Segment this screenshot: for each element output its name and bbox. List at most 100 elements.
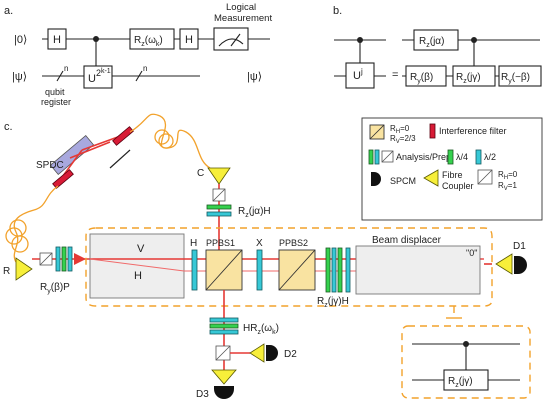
fibre-loop-upper-1 — [154, 129, 170, 145]
zero-output-label: "0" — [466, 248, 477, 258]
filter-upper — [112, 126, 134, 146]
legend-ppbs-diag — [369, 124, 385, 140]
spdc-label: SPDC — [36, 160, 64, 171]
qwp-g-1 — [325, 247, 331, 293]
coupler-d2 — [249, 343, 265, 363]
legend-ppbs-rh: RH=0 — [390, 124, 410, 135]
legend-mirror-rv: RV=1 — [498, 181, 517, 192]
panel-c-label: c. — [4, 121, 13, 133]
beam-split-diag — [89, 258, 185, 272]
spcm-d3 — [214, 386, 234, 399]
ry-beta-gate — [405, 65, 447, 87]
u-gate — [83, 65, 113, 89]
legend-fibre-label-1: Fibre — [442, 170, 463, 180]
d3-label: D3 — [196, 389, 209, 400]
c-label: C — [197, 168, 204, 179]
coupler-d3 — [211, 369, 237, 385]
ry-minus-beta-gate — [498, 65, 542, 87]
hwp-x — [256, 249, 263, 291]
legend-mirror-diag — [477, 169, 493, 185]
beam-displacer-label: Beam displacer — [372, 235, 442, 246]
hwp-down-1 — [209, 317, 239, 323]
coupler-c — [207, 167, 231, 185]
register-label-2: register — [41, 97, 71, 107]
d1-label: D1 — [513, 241, 526, 252]
qwp-r — [61, 246, 67, 272]
inset-rz-label: Rz(jγ) — [448, 376, 473, 389]
uj-gate-label: Uj — [353, 67, 363, 82]
slash-mark-2 — [135, 70, 143, 82]
hwp-down-2 — [209, 329, 239, 335]
h-gate-2 — [179, 28, 199, 50]
analysis-pbs-bottom-diag — [215, 345, 231, 361]
hwp-r-2 — [67, 246, 73, 272]
legend-filter-swatch — [429, 123, 436, 139]
equals-sign: = — [392, 69, 398, 81]
spcm-d1 — [514, 256, 527, 274]
ppbs1-diag — [205, 249, 243, 291]
ry-b-p-label: Ry(β)P — [40, 282, 70, 295]
spdc-pump-dump — [109, 149, 131, 169]
wire-n-2: n — [143, 64, 147, 73]
slash-mark-1 — [56, 70, 64, 82]
input-bottom-label: |ψ⟩ — [12, 71, 27, 83]
qwp-down — [209, 323, 239, 329]
rz-ja-h-label: Rz(jα)H — [238, 206, 271, 219]
h-gate-1 — [47, 28, 67, 50]
inset-rz-gate — [443, 369, 489, 391]
legend-ap-hwp — [374, 149, 380, 165]
spcm-d2 — [266, 345, 278, 361]
panel-b-label: b. — [333, 5, 342, 17]
fibre-upper — [129, 113, 211, 169]
meter-arc — [218, 38, 244, 47]
rz-jg-gate-label: Rz(jγ) — [456, 72, 481, 85]
panel-b: b. Uj = Rz(jα) Ry(β) Rz(jγ) Ry(−β) — [333, 5, 542, 89]
legend-hwp-swatch — [475, 149, 482, 165]
rz-gate-label: Rz(ωk) — [134, 35, 163, 48]
ry-minus-beta-gate-label: Ry(−β) — [501, 72, 530, 85]
x-label: X — [256, 238, 263, 249]
h-plate-label: H — [190, 238, 197, 249]
inset-box — [401, 325, 531, 399]
legend-spcm-swatch — [371, 172, 381, 186]
legend-qwp-swatch — [447, 149, 454, 165]
wire-n-1: n — [64, 64, 68, 73]
output-bottom-label: |ψ⟩ — [247, 71, 262, 83]
analysis-r-diag — [39, 252, 53, 266]
rz-jg-gate — [452, 65, 496, 87]
uj-gate — [345, 62, 375, 89]
u-gate-label: U2k-1 — [88, 68, 111, 85]
hwp-h — [191, 249, 198, 291]
meter-needle — [230, 33, 241, 47]
fibre-left — [13, 185, 59, 263]
v-label: V — [137, 243, 145, 255]
legend-coupler-swatch — [423, 169, 439, 187]
filter-lower — [52, 169, 74, 189]
qwp-c — [206, 204, 232, 210]
hwp-g-2 — [345, 247, 351, 293]
ry-beta-gate-label: Ry(β) — [410, 72, 433, 85]
legend-spcm-label: SPCM — [390, 176, 416, 186]
qwp-g-2 — [337, 247, 343, 293]
panel-c: c. SPDC C Rz(jα)H R — [3, 113, 531, 400]
measurement-label-2: Measurement — [214, 13, 272, 24]
legend-box — [361, 117, 543, 221]
fibre-loop-upper-2 — [158, 133, 174, 149]
beam-displacer-left — [89, 233, 185, 299]
rz-jg-h-label: Rz(jγ)H — [317, 296, 349, 309]
legend: RH=0 RV=2/3 Interference filter Analysis… — [361, 117, 543, 221]
r-label: R — [3, 266, 10, 277]
hwp-c — [206, 211, 232, 217]
hrz-wk-label: HRz(ωk) — [243, 323, 279, 336]
coupler-r — [15, 257, 33, 281]
legend-ap-diag — [381, 150, 394, 163]
rz-gate — [129, 28, 175, 50]
coupler-d1 — [495, 253, 513, 275]
legend-filter-label: Interference filter — [439, 126, 507, 136]
measurement-label-1: Logical — [226, 2, 256, 13]
d2-label: D2 — [284, 349, 297, 360]
ppbs2-label: PPBS2 — [279, 238, 308, 248]
legend-mirror-rh: RH=0 — [498, 170, 518, 181]
analysis-c-diag — [212, 188, 226, 202]
beam-displacer-right — [355, 245, 481, 295]
